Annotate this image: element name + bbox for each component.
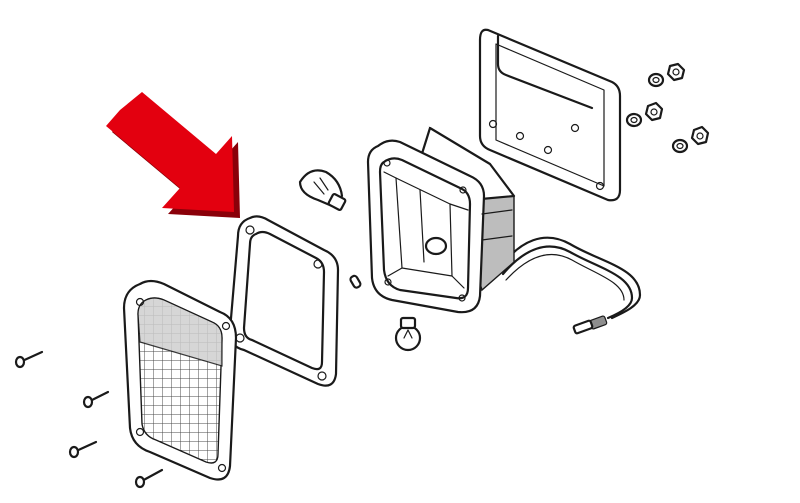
stop-tail-bulb [298, 169, 347, 211]
lens [122, 279, 238, 481]
screw-icon [82, 390, 110, 409]
nut-washer-set [625, 62, 710, 154]
screw-icon [134, 468, 164, 489]
mounting-bracket [478, 28, 622, 202]
hex-nut-icon [666, 62, 686, 82]
marker-bulb [349, 274, 362, 289]
screw-icon [14, 350, 44, 369]
washer-icon [647, 72, 665, 88]
washer-icon [671, 138, 689, 154]
backup-bulb [394, 316, 422, 352]
lamp-housing [366, 126, 516, 314]
lens-gasket [228, 215, 340, 387]
washer-icon [625, 112, 643, 128]
hex-nut-icon [644, 101, 664, 122]
screw-icon [68, 440, 98, 459]
lens-screws [14, 350, 164, 489]
wiring-harness [498, 236, 642, 335]
red-arrow-icon [106, 92, 240, 218]
hex-nut-icon [690, 125, 710, 146]
